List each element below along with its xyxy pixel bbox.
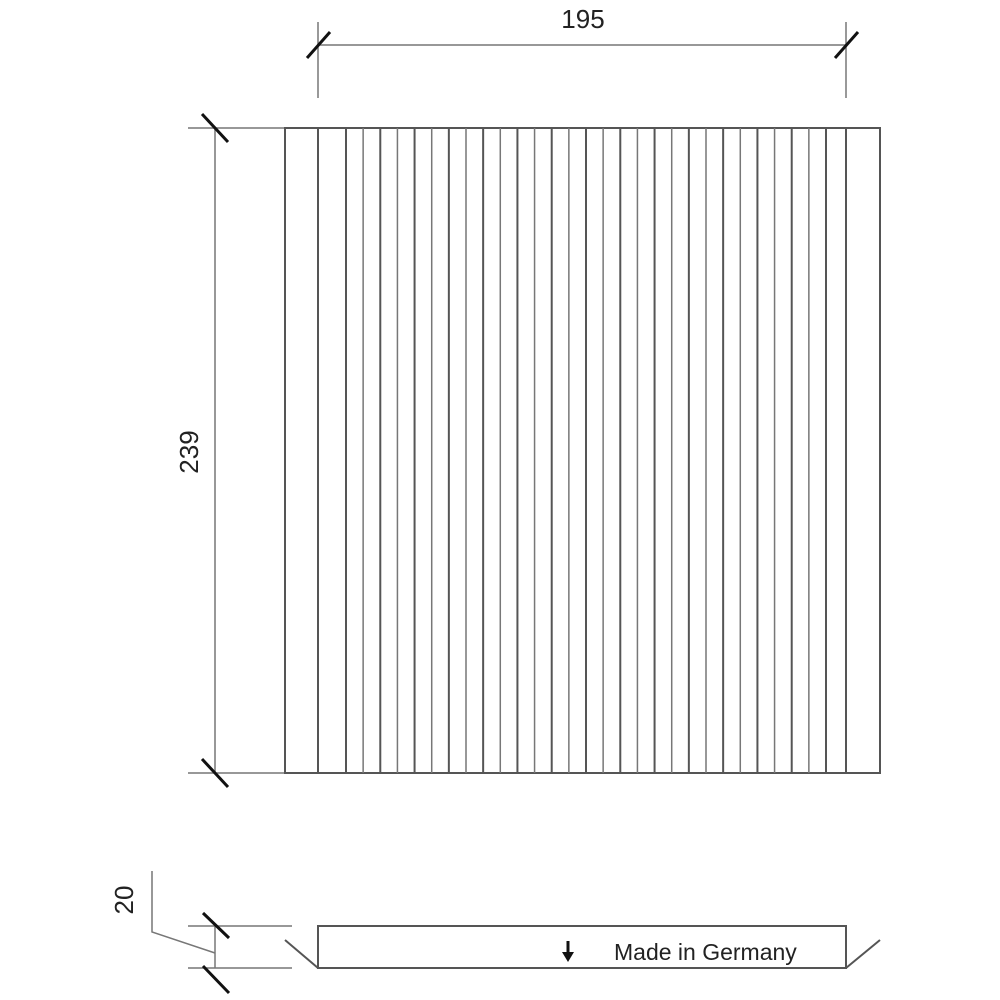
thickness-label: 20 xyxy=(109,886,139,915)
filter-frame xyxy=(284,127,881,774)
dimension-tick xyxy=(201,911,231,940)
side-view: 20 Made in Germany xyxy=(109,871,881,995)
origin-label: Made in Germany xyxy=(614,939,797,965)
dimension-tick xyxy=(200,112,230,144)
dimension-tick xyxy=(305,31,332,59)
filter-side-profile xyxy=(317,925,847,969)
profile-edge-left xyxy=(284,939,319,969)
width-dimension: 195 xyxy=(305,4,860,98)
dimension-tick xyxy=(201,964,231,995)
height-dimension: 239 xyxy=(174,112,285,789)
dimension-tick xyxy=(833,31,860,59)
height-label: 239 xyxy=(174,430,204,473)
profile-edge-right xyxy=(845,939,881,969)
down-arrow-icon xyxy=(562,941,574,962)
filter-face xyxy=(284,127,881,774)
dimension-tick xyxy=(200,757,230,789)
width-label: 195 xyxy=(561,4,604,34)
leader-line xyxy=(151,871,216,954)
